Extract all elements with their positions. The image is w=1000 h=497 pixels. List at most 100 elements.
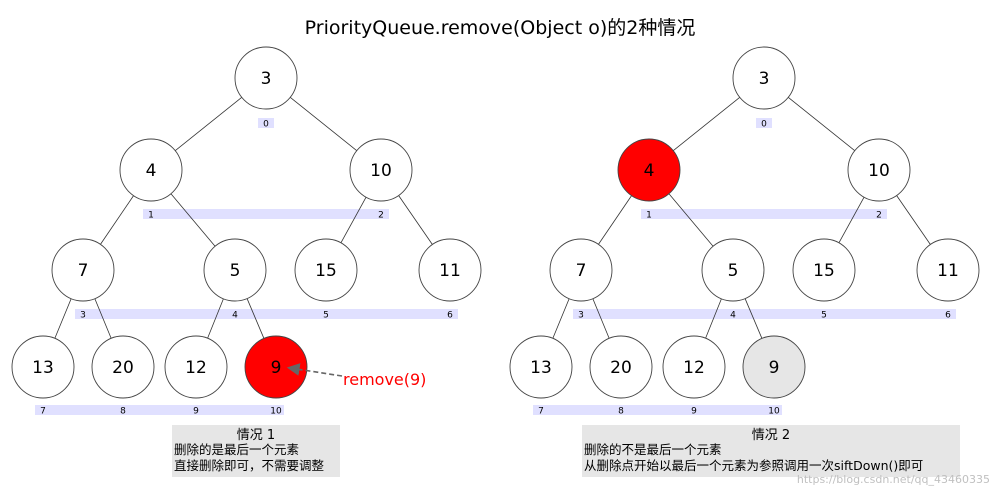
caption-line: 删除的不是最后一个元素	[584, 442, 722, 457]
caption-title: 情况 2	[752, 428, 790, 443]
index-label: 7	[538, 407, 544, 417]
caption-title: 情况 1	[237, 428, 275, 443]
tree-edge	[94, 298, 112, 339]
node-value: 12	[185, 358, 207, 378]
index-label: 4	[730, 311, 736, 321]
index-label: 9	[193, 407, 199, 417]
node-value: 10	[868, 161, 890, 181]
caption-box	[172, 425, 340, 477]
heap-node	[662, 335, 726, 399]
caption-box	[582, 425, 960, 477]
node-value: 9	[769, 358, 780, 378]
tree-edge	[289, 97, 358, 151]
last-node	[742, 335, 806, 399]
node-value: 10	[370, 161, 392, 181]
heap-node	[119, 138, 183, 202]
remove-arrow	[286, 363, 343, 377]
tree-edge	[54, 298, 72, 339]
caption-line: 直接删除即可，不需要调整	[174, 458, 325, 473]
heap-node	[11, 335, 75, 399]
caption-line: 删除的是最后一个元素	[174, 442, 299, 457]
heap-node	[916, 238, 980, 302]
caption-line: 从删除点开始以最后一个元素为参照调用一次siftDown()即可	[584, 458, 923, 473]
tree-edge	[838, 196, 865, 244]
index-label: 3	[578, 311, 584, 321]
tree-edge	[592, 298, 610, 339]
index-label: 9	[691, 407, 697, 417]
heap-node	[294, 238, 358, 302]
index-label: 0	[263, 120, 269, 130]
heap-node	[732, 46, 796, 110]
heap-node	[549, 238, 613, 302]
index-band	[641, 209, 887, 219]
index-label: 6	[945, 311, 951, 321]
index-label: 1	[646, 211, 652, 221]
heap-node	[203, 238, 267, 302]
tree-edge	[246, 298, 265, 339]
node-value: 4	[644, 161, 655, 181]
node-value: 4	[146, 161, 157, 181]
index-label: 8	[618, 407, 624, 417]
index-label: 6	[447, 311, 453, 321]
heap-node	[51, 238, 115, 302]
index-label: 10	[768, 407, 780, 417]
case-2: 34107515111320129012345678910remove(4)情况…	[509, 46, 980, 477]
index-label: 10	[270, 407, 282, 417]
index-label: 2	[876, 211, 882, 221]
tree-edge	[207, 298, 224, 339]
heap-node	[164, 335, 228, 399]
node-value: 12	[683, 358, 705, 378]
heap-node	[509, 335, 573, 399]
tree-edge	[598, 195, 632, 245]
index-label: 5	[821, 311, 827, 321]
node-value: 11	[439, 261, 461, 281]
removed-node	[617, 138, 681, 202]
node-value: 13	[32, 358, 54, 378]
heap-node	[847, 138, 911, 202]
index-band	[756, 118, 772, 128]
tree-edge	[100, 195, 134, 245]
heap-node	[349, 138, 413, 202]
tree-edge	[398, 195, 433, 245]
node-value: 20	[610, 358, 632, 378]
heap-node	[91, 335, 155, 399]
index-band	[143, 209, 389, 219]
tree-edge	[672, 97, 741, 151]
node-value: 7	[78, 261, 89, 281]
heap-node	[792, 238, 856, 302]
removed-node	[244, 335, 308, 399]
index-label: 5	[323, 311, 329, 321]
index-label: 0	[761, 120, 767, 130]
tree-edge	[668, 193, 714, 247]
index-band	[573, 309, 956, 319]
diagram-title: PriorityQueue.remove(Object o)的2种情况	[305, 17, 696, 39]
tree-edge	[705, 298, 722, 339]
tree-edge	[340, 196, 367, 244]
node-value: 20	[112, 358, 134, 378]
node-value: 3	[261, 69, 272, 89]
node-value: 5	[230, 261, 241, 281]
index-band	[75, 309, 458, 319]
index-band	[258, 118, 274, 128]
index-label: 1	[148, 211, 154, 221]
tree-edge	[744, 298, 763, 339]
node-value: 3	[759, 69, 770, 89]
index-label: 2	[378, 211, 384, 221]
tree-edge	[170, 193, 216, 247]
node-value: 15	[813, 261, 835, 281]
node-value: 15	[315, 261, 337, 281]
index-label: 8	[120, 407, 126, 417]
tree-edge	[896, 195, 931, 245]
index-band	[533, 405, 782, 415]
tree-edge	[552, 298, 570, 339]
node-value: 9	[271, 358, 282, 378]
heap-node	[589, 335, 653, 399]
tree-edge	[787, 97, 856, 151]
tree-edge	[174, 97, 243, 151]
heap-node	[234, 46, 298, 110]
node-value: 5	[728, 261, 739, 281]
node-value: 11	[937, 261, 959, 281]
